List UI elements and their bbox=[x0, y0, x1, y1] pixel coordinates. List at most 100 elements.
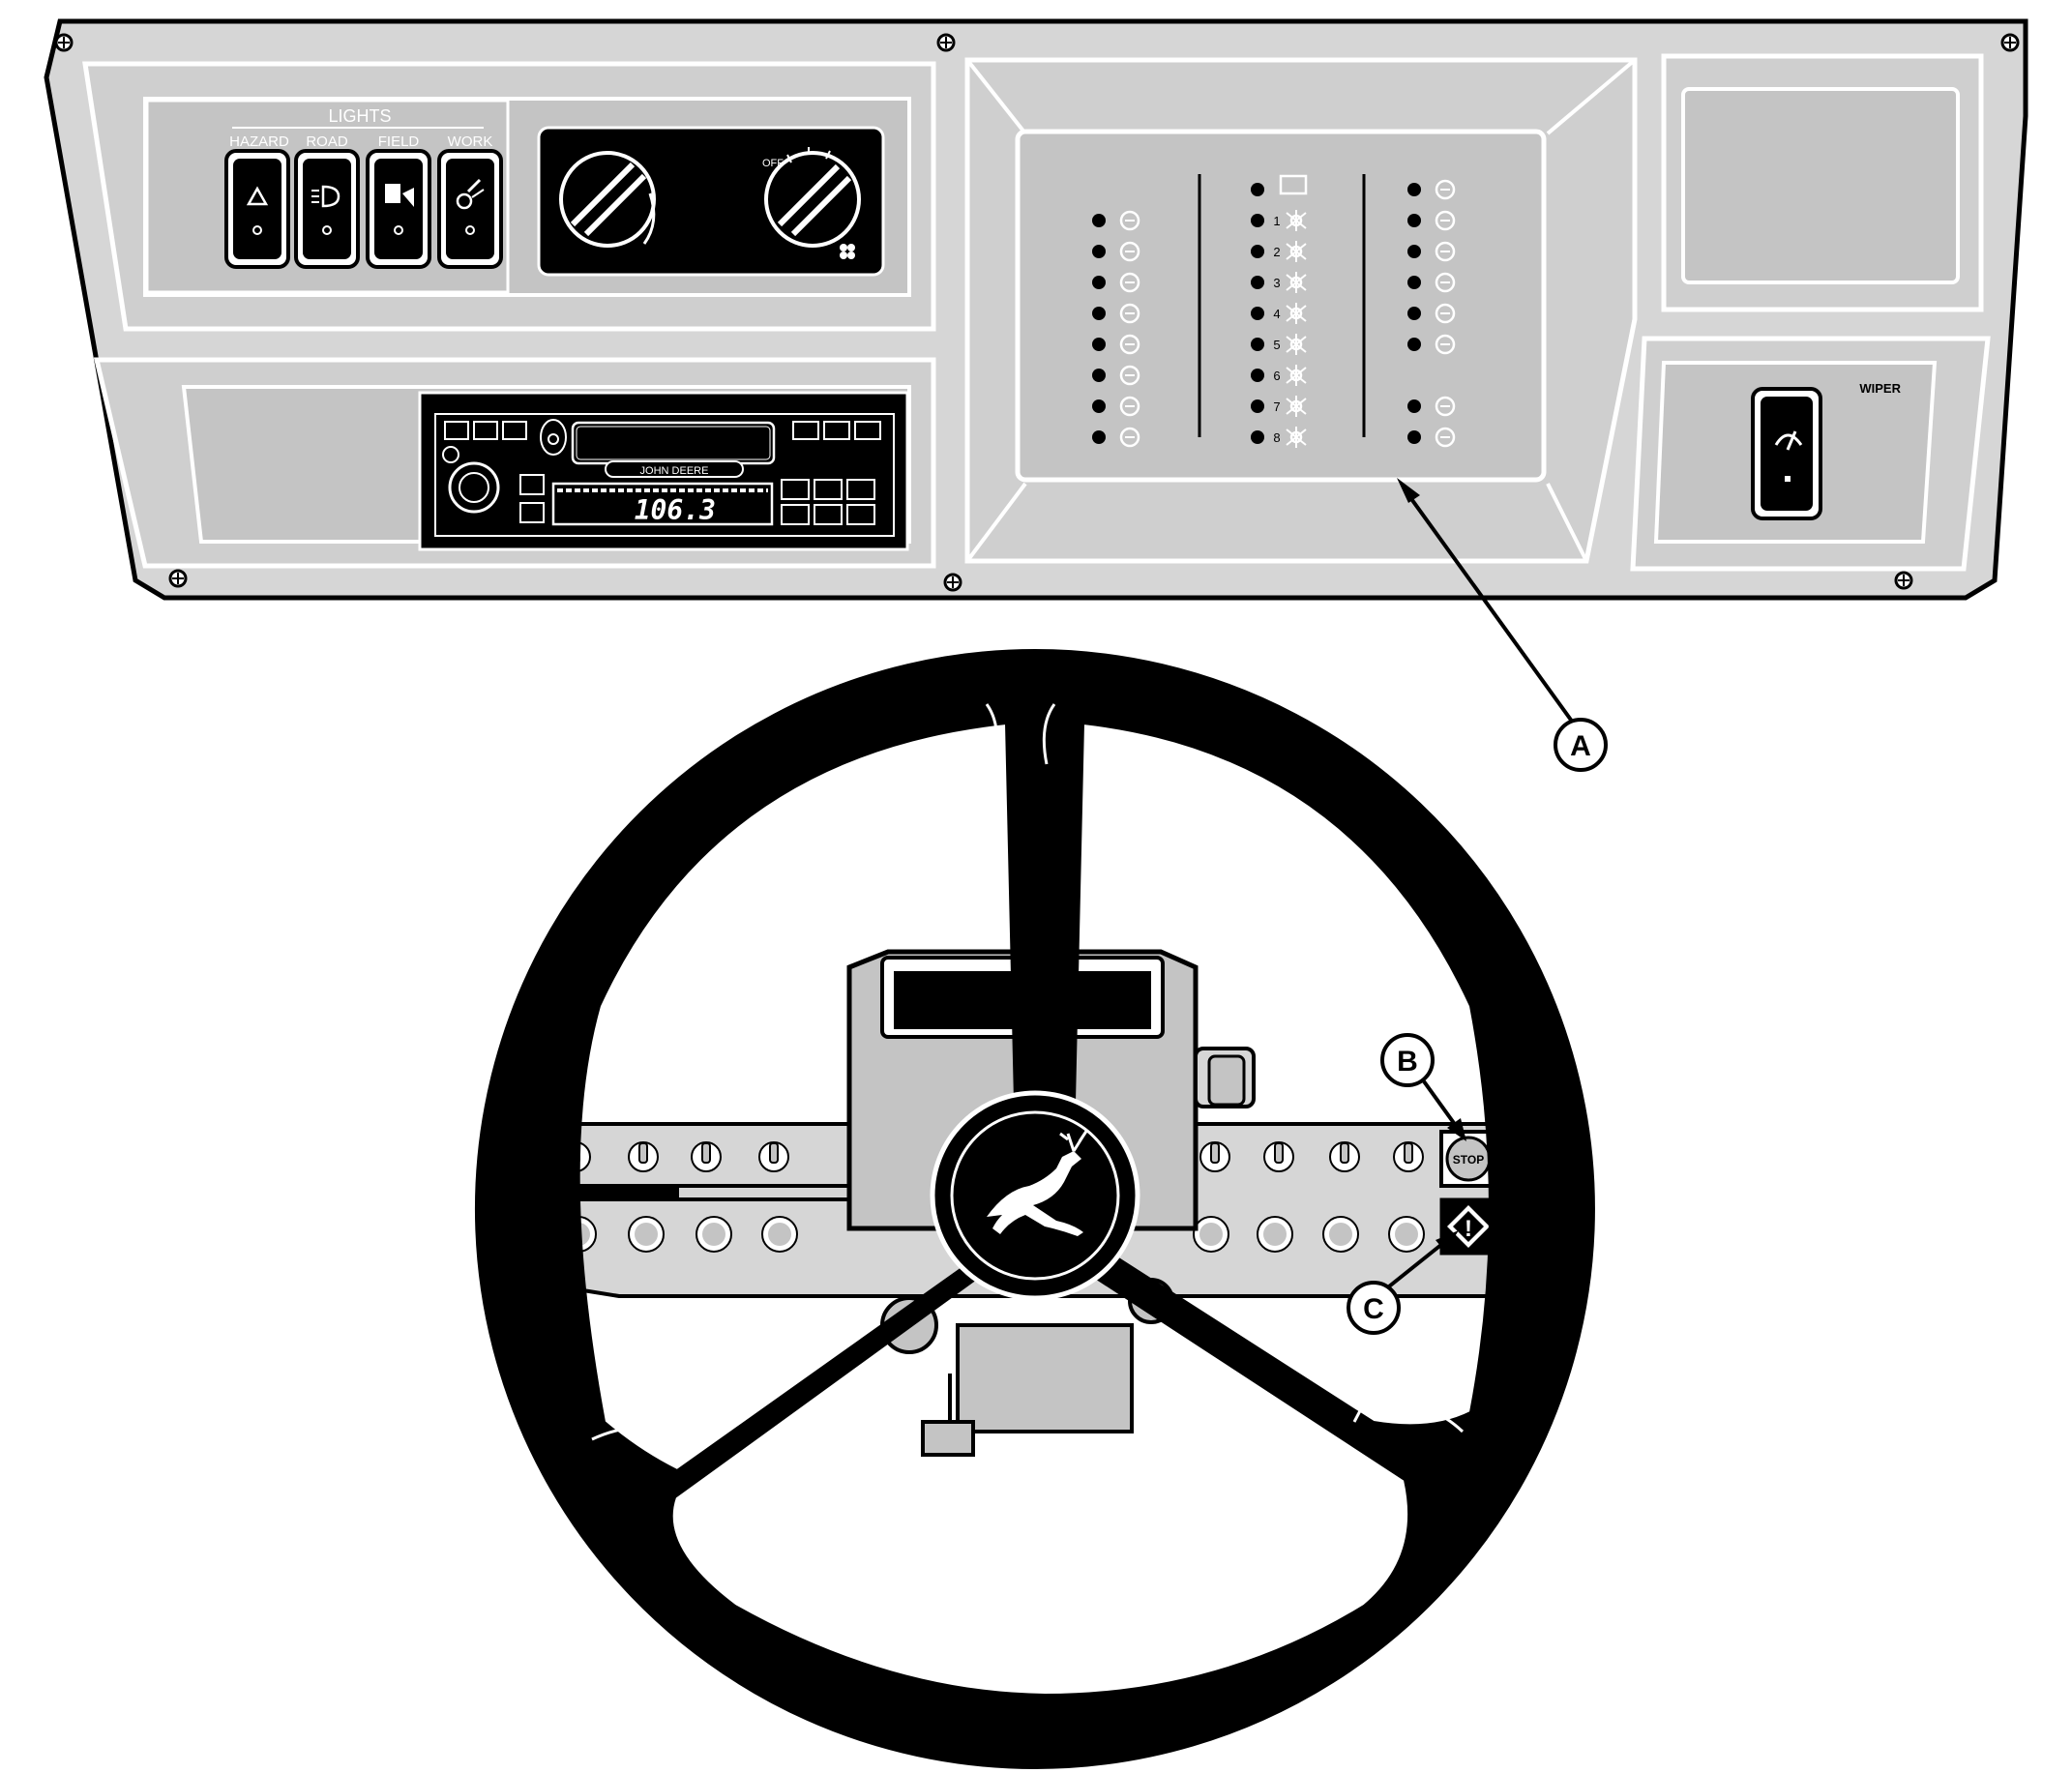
fan-speed-knob[interactable]: OFF bbox=[762, 147, 861, 248]
indicator-lamp bbox=[1407, 430, 1421, 444]
climate-control-panel: OFF bbox=[537, 126, 885, 277]
indicator-row bbox=[1407, 334, 1456, 355]
steering-wheel[interactable] bbox=[475, 649, 1595, 1769]
work-lights-switch[interactable]: WORK bbox=[437, 133, 503, 269]
rail-push-button[interactable] bbox=[696, 1216, 732, 1253]
radio-unit: JOHN DEERE 106.3 bbox=[418, 391, 909, 551]
radio-preset-button[interactable] bbox=[502, 421, 527, 440]
air-filter-icon bbox=[1119, 334, 1140, 355]
parking-brake-icon bbox=[1119, 210, 1140, 231]
indicator-number: 7 bbox=[1273, 399, 1280, 414]
indicator-lamp bbox=[1407, 214, 1421, 227]
stop-button[interactable]: STOP bbox=[1439, 1130, 1497, 1188]
radio-button[interactable] bbox=[846, 479, 875, 500]
callout-c-label: C bbox=[1363, 1293, 1384, 1325]
lights-title: LIGHTS bbox=[328, 106, 391, 126]
road-lights-switch[interactable]: ROAD bbox=[294, 133, 360, 269]
oil-pressure-icon bbox=[1119, 396, 1140, 417]
radio-brand: JOHN DEERE bbox=[640, 465, 709, 477]
wiper-switch[interactable] bbox=[1751, 387, 1822, 520]
rail-push-button[interactable] bbox=[628, 1216, 665, 1253]
shaker-icon bbox=[1279, 174, 1308, 195]
radio-button[interactable] bbox=[781, 479, 810, 500]
deer-logo-icon bbox=[987, 1129, 1089, 1236]
screw-icon bbox=[168, 569, 188, 588]
radio-button[interactable] bbox=[846, 504, 875, 525]
auxiliary-display bbox=[1681, 87, 1960, 284]
indicator-number: 4 bbox=[1273, 307, 1280, 321]
screw-icon bbox=[54, 33, 74, 52]
indicator-row bbox=[1407, 210, 1456, 231]
radio-button[interactable] bbox=[814, 479, 843, 500]
hazard-triangle-icon bbox=[246, 186, 269, 206]
indicator-row bbox=[1407, 272, 1456, 293]
indicator-lamp bbox=[1251, 430, 1264, 444]
hydraulic-oil-icon bbox=[1119, 272, 1140, 293]
indicator-lamp bbox=[1092, 214, 1106, 227]
radio-power-button[interactable] bbox=[442, 446, 459, 463]
rail-toggle-switch[interactable] bbox=[1199, 1141, 1230, 1172]
rail-toggle-switch[interactable] bbox=[758, 1141, 789, 1172]
radio-button[interactable] bbox=[781, 504, 810, 525]
rail-toggle-switch[interactable] bbox=[691, 1141, 722, 1172]
wiper-icon bbox=[1774, 430, 1803, 451]
indicator-row bbox=[1092, 427, 1140, 448]
indicator-row bbox=[1407, 241, 1456, 262]
stop-label: STOP bbox=[1453, 1153, 1484, 1167]
tilt-pedal[interactable] bbox=[921, 1420, 975, 1457]
field-label: FIELD bbox=[378, 133, 420, 150]
indicator-row bbox=[1092, 334, 1140, 355]
rail-toggle-switch[interactable] bbox=[628, 1141, 659, 1172]
grain-tank-icon bbox=[1435, 179, 1456, 200]
radio-button[interactable] bbox=[519, 474, 545, 495]
radio-button[interactable] bbox=[814, 504, 843, 525]
temperature-knob[interactable] bbox=[559, 151, 656, 248]
rail-push-button[interactable] bbox=[1257, 1216, 1293, 1253]
indicator-lamp bbox=[1407, 276, 1421, 289]
sensor-star-icon bbox=[1286, 396, 1307, 417]
indicator-row: 3 bbox=[1251, 272, 1307, 293]
indicator-row bbox=[1092, 365, 1140, 386]
indicator-row bbox=[1092, 210, 1140, 231]
indicator-lamp bbox=[1407, 338, 1421, 351]
indicator-row bbox=[1407, 179, 1456, 200]
rail-push-button[interactable] bbox=[1193, 1216, 1229, 1253]
indicator-row: 4 bbox=[1251, 303, 1307, 324]
radio-button[interactable] bbox=[519, 502, 545, 523]
rail-push-button[interactable] bbox=[1388, 1216, 1425, 1253]
callout-b: B bbox=[1380, 1033, 1466, 1141]
fuel-icon bbox=[1119, 303, 1140, 324]
hydraulic-filter-icon bbox=[1119, 241, 1140, 262]
radio-preset-button[interactable] bbox=[444, 421, 469, 440]
volume-knob[interactable] bbox=[448, 461, 500, 514]
rail-push-button[interactable] bbox=[1322, 1216, 1359, 1253]
road-label: ROAD bbox=[306, 133, 348, 150]
hazard-switch[interactable]: HAZARD bbox=[224, 133, 290, 269]
indicator-lamp bbox=[1407, 307, 1421, 320]
rail-push-button[interactable] bbox=[761, 1216, 798, 1253]
rail-toggle-switch[interactable] bbox=[1329, 1141, 1360, 1172]
rail-toggle-switch[interactable] bbox=[1263, 1141, 1294, 1172]
indicator-row bbox=[1092, 303, 1140, 324]
indicator-lamp bbox=[1251, 399, 1264, 413]
field-lights-switch[interactable]: FIELD bbox=[366, 133, 431, 269]
eject-icon[interactable] bbox=[540, 419, 567, 456]
sensor-star-icon bbox=[1286, 303, 1307, 324]
indicator-row bbox=[1092, 272, 1140, 293]
sensor-star-icon bbox=[1286, 365, 1307, 386]
radio-button[interactable] bbox=[854, 421, 881, 440]
chopper-icon bbox=[1435, 210, 1456, 231]
radio-button[interactable] bbox=[823, 421, 850, 440]
rail-switches bbox=[560, 1141, 1425, 1253]
radio-preset-button[interactable] bbox=[473, 421, 498, 440]
operator-icon bbox=[1435, 396, 1456, 417]
field-light-icon bbox=[385, 184, 414, 207]
indicator-lamp bbox=[1092, 430, 1106, 444]
indicator-row bbox=[1092, 241, 1140, 262]
rail-toggle-switch[interactable] bbox=[1393, 1141, 1424, 1172]
radio-button[interactable] bbox=[792, 421, 819, 440]
indicator-lamp bbox=[1092, 338, 1106, 351]
coolant-icon bbox=[1119, 427, 1140, 448]
indicator-row: 2 bbox=[1251, 241, 1307, 262]
